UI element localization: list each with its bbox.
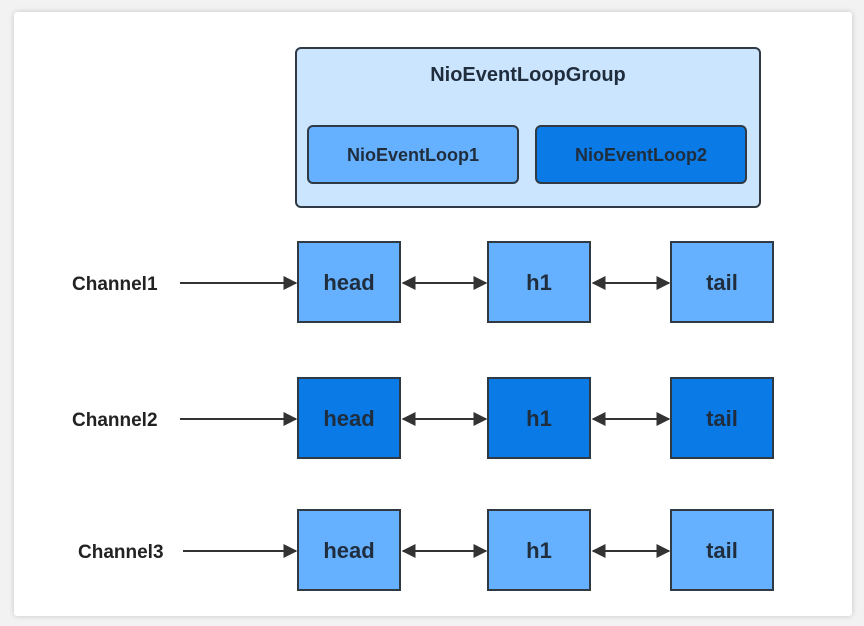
channel-3-label: Channel3 (78, 542, 164, 563)
event-loop-2: NioEventLoop2 (535, 125, 747, 184)
channel-1-head-label: head (323, 270, 374, 295)
channel-2-label: Channel2 (72, 410, 158, 431)
channel-3-tail-box (670, 509, 774, 591)
channel-2-h1-box (487, 377, 591, 459)
event-loop-2-box (535, 125, 747, 184)
channel-3-head-box (297, 509, 401, 591)
channel-2-h1-label: h1 (526, 406, 552, 431)
event-loop-1-box (307, 125, 519, 184)
event-loop-group: NioEventLoopGroup NioEventLoop1 NioEvent… (295, 47, 761, 208)
channel-1-head-box (297, 241, 401, 323)
channel-1-label: Channel1 (72, 274, 158, 295)
event-loop-1-label: NioEventLoop1 (347, 145, 479, 165)
channel-2-head-label: head (323, 406, 374, 431)
channel-1-row: Channel1 head h1 tail (72, 241, 774, 323)
channel-1-tail-label: tail (706, 270, 738, 295)
channel-2-head-box (297, 377, 401, 459)
channel-3-h1-box (487, 509, 591, 591)
channel-3-tail-label: tail (706, 538, 738, 563)
channel-3-h1-label: h1 (526, 538, 552, 563)
channel-2-tail-box (670, 377, 774, 459)
channel-1-h1-box (487, 241, 591, 323)
event-loop-group-title: NioEventLoopGroup (430, 64, 626, 86)
event-loop-2-label: NioEventLoop2 (575, 145, 707, 165)
channel-3-row: Channel3 head h1 tail (78, 509, 774, 591)
channel-2-row: Channel2 head h1 tail (72, 377, 774, 459)
channel-1-h1-label: h1 (526, 270, 552, 295)
event-loop-1: NioEventLoop1 (307, 125, 519, 184)
channel-1-tail-box (670, 241, 774, 323)
channel-2-tail-label: tail (706, 406, 738, 431)
channel-3-head-label: head (323, 538, 374, 563)
